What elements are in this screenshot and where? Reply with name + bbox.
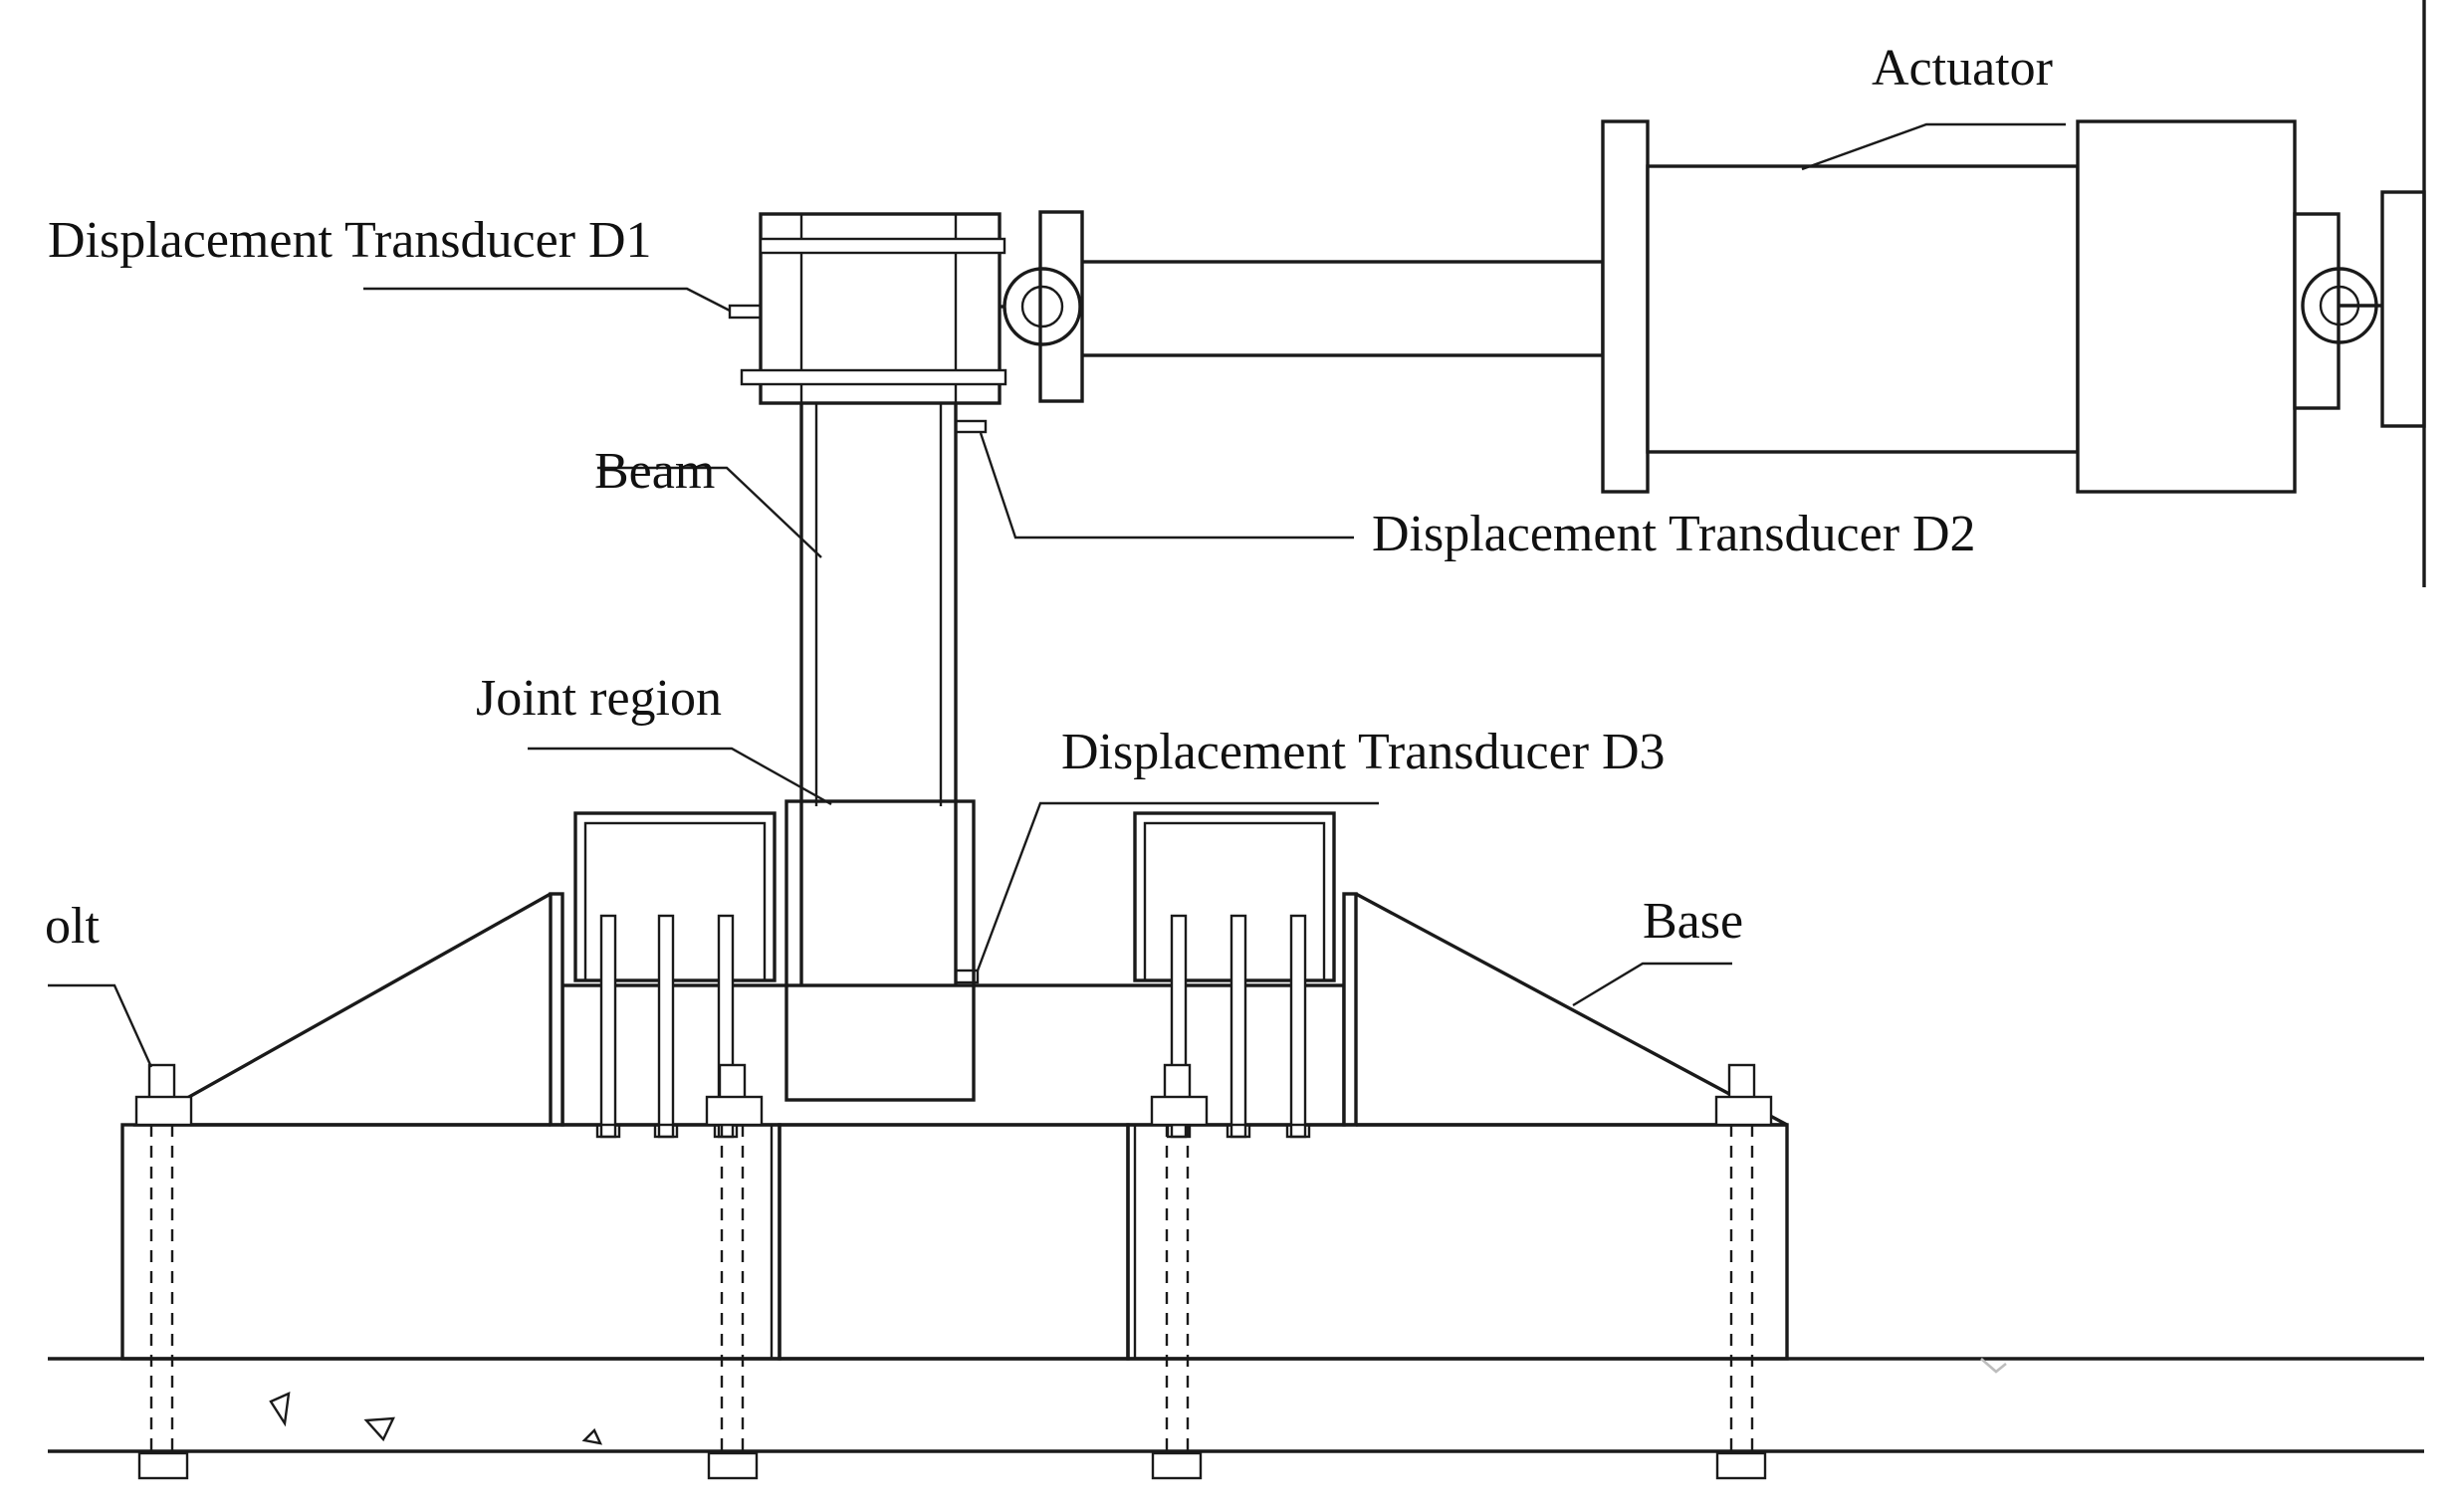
actuator-cylinder (1646, 164, 2080, 454)
label-bolt: olt (45, 898, 100, 955)
base-block-center (778, 1123, 1130, 1361)
leader-transducer-d1 (363, 287, 731, 313)
anchor-bolt-2 (705, 1063, 764, 1480)
label-joint-region: Joint region (476, 670, 722, 727)
actuator-assembly (999, 0, 2426, 587)
joint-region-box (784, 799, 976, 1102)
left-clamp-rod-2 (657, 914, 675, 1139)
actuator-piston-rod (1078, 260, 1605, 357)
right-clamp-rod-2 (1229, 914, 1247, 1139)
beam (799, 403, 988, 985)
label-transducer-d2: Displacement Transducer D2 (1372, 506, 1976, 562)
leader-beam (597, 466, 822, 558)
labels: Actuator Displacement Transducer D1 Disp… (45, 40, 2053, 955)
left-clamp-inner (583, 821, 767, 982)
left-clamp-rod-1 (599, 914, 617, 1139)
anchor-bolt-3 (1150, 1063, 1209, 1480)
leader-actuator (1801, 122, 2066, 171)
left-gusset-plate (549, 892, 564, 1127)
leader-transducer-d2 (979, 432, 1354, 540)
right-clamp-rod-3 (1289, 914, 1307, 1139)
base-block-left (120, 1123, 781, 1361)
anchor-bolt-4 (1714, 1063, 1773, 1480)
anchor-bolt-1 (134, 1063, 193, 1480)
beam-head (728, 212, 1007, 405)
left-clamp (573, 811, 777, 1139)
leader-base (1572, 962, 1732, 1007)
leader-transducer-d3 (976, 801, 1379, 972)
label-transducer-d1: Displacement Transducer D1 (48, 212, 652, 269)
rear-clevis-block (2293, 212, 2341, 410)
right-clamp (1133, 811, 1336, 1139)
leader-lines (48, 122, 2066, 1068)
label-transducer-d3: Displacement Transducer D3 (1061, 724, 1666, 780)
anchor-bolts (134, 1063, 1773, 1480)
transducer-d2-stub (954, 419, 988, 434)
leader-joint-region (528, 747, 832, 806)
concrete-aggregate-marks (269, 1358, 2007, 1445)
right-gusset-plate (1342, 892, 1358, 1127)
left-gusset (132, 892, 552, 1127)
actuator-flange (1601, 119, 1650, 494)
base-block-right (1126, 1123, 1789, 1361)
actuator-end-cap (2076, 119, 2297, 494)
leader-bolt (48, 983, 153, 1068)
transducer-d3-stub (954, 969, 980, 984)
base-center-plate (560, 983, 1346, 1127)
base-assembly (48, 892, 2424, 1453)
rear-support-plate (2380, 190, 2426, 428)
label-beam: Beam (594, 443, 715, 500)
label-base: Base (1643, 893, 1743, 950)
label-actuator: Actuator (1872, 40, 2053, 97)
